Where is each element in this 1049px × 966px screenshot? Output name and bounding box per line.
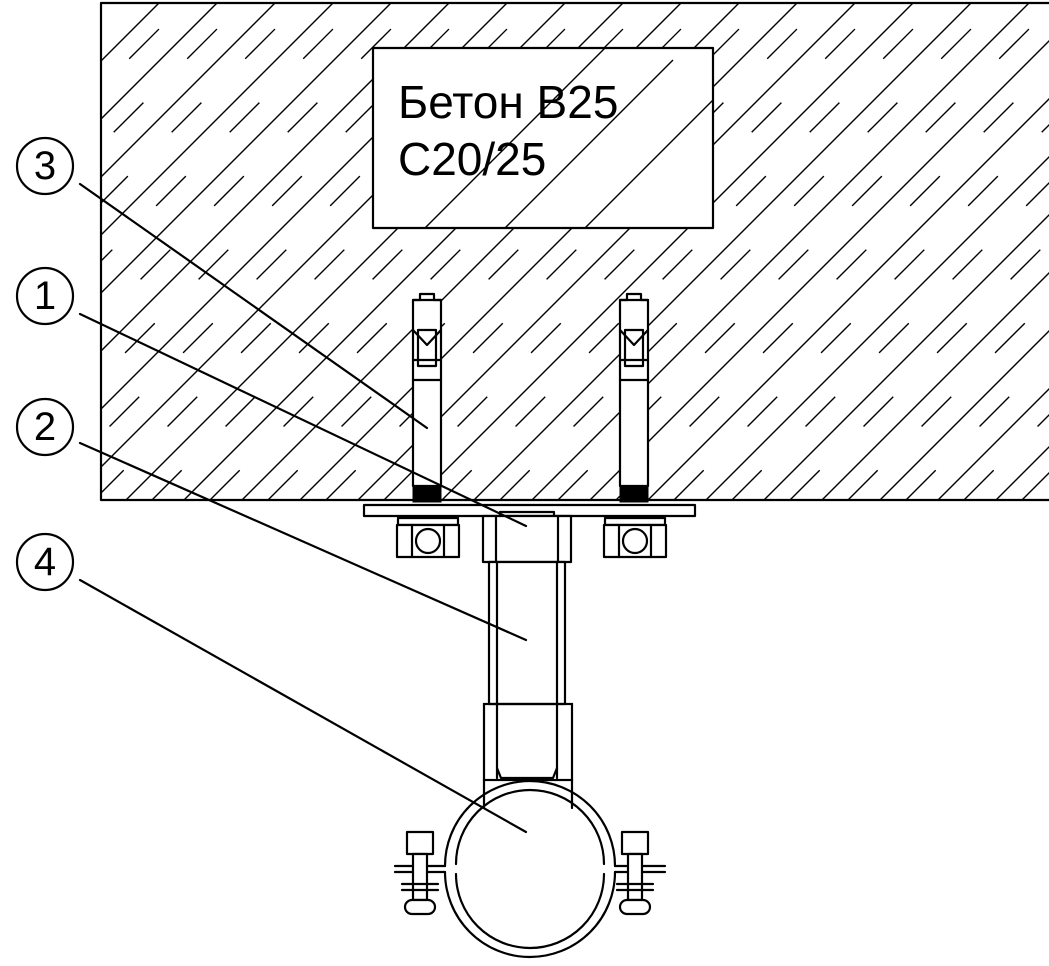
callout-number: 1: [34, 274, 56, 318]
hatch-line: [101, 3, 392, 294]
leader-3: [78, 182, 429, 430]
hatch-line: [531, 3, 1030, 500]
hatch-dash: [731, 182, 1049, 500]
hatch-dash: [325, 3, 824, 500]
hatch-dash: [383, 3, 882, 500]
hatch-dash: [499, 3, 998, 500]
left-anchor-bolt: [411, 292, 443, 503]
hatch-line: [101, 3, 334, 236]
callout-1: 1: [15, 266, 75, 326]
hatch-dash: [101, 3, 360, 262]
hatch-dash: [905, 356, 1049, 500]
hatch-dash: [847, 298, 1049, 500]
clamp-bolt-right: [615, 830, 655, 916]
hatch-dash: [101, 3, 418, 320]
concrete-label-box: Бетон B25 C20/25: [371, 46, 715, 230]
hatch-line: [101, 3, 218, 120]
hatch-dash: [673, 124, 1049, 500]
callout-number: 4: [34, 540, 56, 584]
callout-number: 3: [34, 144, 56, 188]
concrete-class-label: C20/25: [398, 133, 546, 185]
left-nut: [395, 516, 461, 559]
mounting-plate: [362, 503, 697, 518]
hatch-line: [763, 214, 1049, 500]
hatch-line: [647, 98, 1049, 500]
concrete-hatch: [101, 3, 1049, 500]
hatch-line: [101, 3, 450, 352]
clamp-bolt-left: [400, 830, 440, 916]
callout-4: 4: [15, 532, 75, 592]
hatch-dash: [441, 3, 940, 500]
hatch-line: [473, 3, 972, 500]
leader-2: [78, 441, 528, 642]
concrete-grade-label: Бетон B25: [398, 76, 618, 128]
slab-outline: [99, 1, 1049, 502]
hatch-dash: [209, 3, 708, 500]
hatch-line: [879, 330, 1049, 500]
hatch-dash: [963, 414, 1049, 500]
hatch-line: [101, 3, 276, 178]
hatch-dash: [1021, 472, 1049, 500]
right-anchor-bolt: [618, 292, 650, 503]
hatch-dash: [151, 3, 650, 500]
callout-2: 2: [15, 397, 75, 457]
hatch-dash: [101, 3, 476, 378]
hatch-line: [995, 446, 1049, 500]
threaded-rod: [487, 560, 567, 780]
leader-4: [78, 578, 528, 834]
leader-1: [78, 312, 528, 528]
hatch-dash: [101, 3, 534, 436]
hatch-line: [705, 156, 1049, 500]
label-frame: [371, 46, 715, 230]
callout-number: 2: [34, 405, 56, 449]
concrete-slab: [99, 1, 1049, 502]
hatch-dash: [615, 66, 1049, 500]
callout-3: 3: [15, 136, 75, 196]
hatch-dash: [789, 240, 1049, 500]
hatch-line: [589, 40, 1049, 500]
right-nut: [602, 516, 668, 559]
pipe-clamp: [393, 779, 667, 959]
hatch-dash: [101, 3, 592, 494]
hatch-line: [821, 272, 1049, 500]
hatch-dash: [267, 3, 766, 500]
hatch-line: [937, 388, 1049, 500]
hatch-line: [299, 3, 798, 500]
hatch-line: [415, 3, 914, 500]
leader-lines: [78, 182, 528, 834]
coupling-nut: [481, 510, 573, 564]
